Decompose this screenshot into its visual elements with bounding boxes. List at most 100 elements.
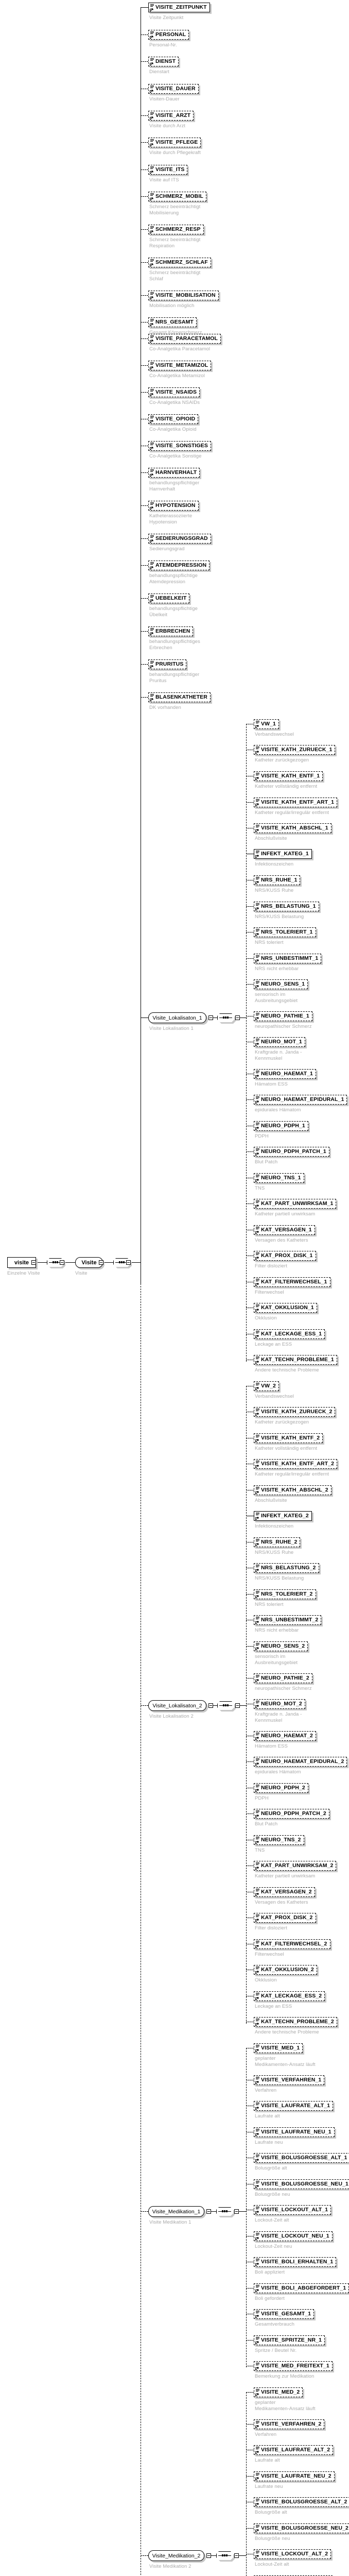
element-node-visite-spritze-nr-1[interactable]: VISITE_SPRITZE_NR_1 — [254, 2335, 325, 2345]
element-node-neuro-haemat-1[interactable]: NEURO_HAEMAT_1 — [254, 1069, 316, 1079]
element-node-neuro-haemat-epidural-1[interactable]: NEURO_HAEMAT_EPIDURAL_1 — [254, 1095, 347, 1105]
element-node-schmerz-mobil[interactable]: SCHMERZ_MOBIL — [148, 192, 206, 201]
element-node-neuro-haemat-epidural-2[interactable]: NEURO_HAEMAT_EPIDURAL_2 — [254, 1757, 347, 1767]
node-visite-type[interactable]: Visite — [75, 1257, 103, 1268]
element-node-visite-boli-erhalten-1[interactable]: VISITE_BOLI_ERHALTEN_1 — [254, 2257, 336, 2267]
element-node-hypotension[interactable]: HYPOTENSION — [148, 501, 199, 511]
element-node-nrs-unbestimmt-2[interactable]: NRS_UNBESTIMMT_2 — [254, 1615, 321, 1625]
element-node-kat-prox-disk-1[interactable]: KAT_PROX_DISK_1 — [254, 1251, 316, 1261]
element-node-personal[interactable]: PERSONAL — [148, 30, 189, 40]
element-node-visite-nsaids[interactable]: VISITE_NSAIDS — [148, 387, 200, 397]
element-node-neuro-mot-1[interactable]: NEURO_MOT_1 — [254, 1037, 305, 1047]
element-node-visite-bolusgroesse-neu-2[interactable]: VISITE_BOLUSGROESSE_NEU_2 — [254, 2523, 349, 2533]
element-node-schmerz-resp[interactable]: SCHMERZ_RESP — [148, 225, 204, 234]
element-node-visite-pflege[interactable]: VISITE_PFLEGE — [148, 138, 201, 147]
element-node-visite-mobilisation[interactable]: VISITE_MOBILISATION — [148, 291, 219, 300]
sequence-compositor-1[interactable] — [47, 1258, 65, 1268]
element-node-nrs-belastung-2[interactable]: NRS_BELASTUNG_2 — [254, 1563, 319, 1573]
element-node-visite-laufrate-alt-2[interactable]: VISITE_LAUFRATE_ALT_2 — [254, 2445, 333, 2455]
element-node-visite-med-1[interactable]: VISITE_MED_1 — [254, 2043, 303, 2053]
root-node-visite[interactable]: visite — [7, 1257, 36, 1268]
element-node-atemdepression[interactable]: ATEMDEPRESSION — [148, 561, 210, 570]
sequence-compositor-lok2[interactable] — [217, 1701, 236, 1711]
group-med2-expand-handle[interactable] — [206, 2553, 211, 2558]
element-node-nrs-belastung-1[interactable]: NRS_BELASTUNG_1 — [254, 902, 319, 911]
element-node-neuro-pdph-patch-2[interactable]: NEURO_PDPH_PATCH_2 — [254, 1809, 329, 1819]
element-node-visite-kath-abschl-1[interactable]: VISITE_KATH_ABSCHL_1 — [254, 823, 331, 833]
visite-type-expand-handle[interactable] — [99, 1260, 103, 1265]
element-node-infekt-kateg-1[interactable]: INFEKT_KATEG_1 — [254, 849, 312, 859]
sequence-2-handle[interactable] — [126, 1260, 131, 1265]
element-node-nrs-toleriert-2[interactable]: NRS_TOLERIERT_2 — [254, 1589, 316, 1599]
sequence-compositor-med2[interactable] — [216, 2551, 235, 2562]
element-node-visite-gesamt-1[interactable]: VISITE_GESAMT_1 — [254, 2309, 314, 2319]
sequence-1-handle[interactable] — [60, 1260, 64, 1265]
element-node-visite-opioid[interactable]: VISITE_OPIOID — [148, 414, 198, 424]
element-node-kat-techn-probleme-2[interactable]: KAT_TECHN_PROBLEME_2 — [254, 2017, 337, 2027]
element-node-visite-metamizol[interactable]: VISITE_METAMIZOL — [148, 361, 211, 370]
sequence-lok1-handle[interactable] — [235, 1015, 240, 1020]
element-node-visite-boli-abgefordert-1[interactable]: VISITE_BOLI_ABGEFORDERT_1 — [254, 2283, 349, 2293]
element-node-visite-bolusgroesse-alt-1[interactable]: VISITE_BOLUSGROESSE_ALT_1 — [254, 2153, 349, 2163]
element-node-kat-part-unwirksam-2[interactable]: KAT_PART_UNWIRKSAM_2 — [254, 1861, 336, 1871]
element-node-nrs-toleriert-1[interactable]: NRS_TOLERIERT_1 — [254, 927, 316, 937]
element-node-neuro-tns-2[interactable]: NEURO_TNS_2 — [254, 1835, 304, 1845]
element-node-dienst[interactable]: DIENST — [148, 57, 179, 66]
element-node-schmerz-schlaf[interactable]: SCHMERZ_SCHLAF — [148, 258, 211, 267]
element-node-kat-versagen-2[interactable]: KAT_VERSAGEN_2 — [254, 1887, 315, 1897]
element-node-kat-part-unwirksam-1[interactable]: KAT_PART_UNWIRKSAM_1 — [254, 1199, 336, 1209]
element-node-kat-techn-probleme-1[interactable]: KAT_TECHN_PROBLEME_1 — [254, 1355, 337, 1365]
element-node-nrs-ruhe-1[interactable]: NRS_RUHE_1 — [254, 875, 300, 885]
element-node-kat-leckage-ess-2[interactable]: KAT_LECKAGE_ESS_2 — [254, 1991, 325, 2001]
group-node-lok1[interactable]: Visite_Lokalisaton_1 — [148, 1012, 206, 1023]
element-node-visite-lockout-alt-2[interactable]: VISITE_LOCKOUT_ALT_2 — [254, 2549, 331, 2559]
element-node-blasenkatheter[interactable]: BLASENKATHETER — [148, 692, 211, 702]
element-node-visite-bolusgroesse-alt-2[interactable]: VISITE_BOLUSGROESSE_ALT_2 — [254, 2497, 349, 2507]
element-node-visite-laufrate-neu-2[interactable]: VISITE_LAUFRATE_NEU_2 — [254, 2471, 335, 2481]
element-node-visite-its[interactable]: VISITE_ITS — [148, 165, 187, 175]
element-node-visite-med-freitext-1[interactable]: VISITE_MED_FREITEXT_1 — [254, 2361, 333, 2371]
element-node-visite-kath-entf-art-2[interactable]: VISITE_KATH_ENTF_ART_2 — [254, 1459, 337, 1469]
group-node-lok2[interactable]: Visite_Lokalisaton_2 — [148, 1700, 206, 1711]
group-lok2-expand-handle[interactable] — [208, 1703, 213, 1708]
element-node-vw-1[interactable]: VW_1 — [254, 719, 279, 729]
element-node-erbrechen[interactable]: ERBRECHEN — [148, 626, 193, 636]
element-node-nrs-gesamt[interactable]: NRS_GESAMT — [148, 317, 197, 327]
element-node-neuro-haemat-2[interactable]: NEURO_HAEMAT_2 — [254, 1731, 316, 1741]
element-node-harnverhalt[interactable]: HARNVERHALT — [148, 468, 200, 478]
element-node-kat-prox-disk-2[interactable]: KAT_PROX_DISK_2 — [254, 1913, 316, 1923]
element-node-kat-filterwechsel-1[interactable]: KAT_FILTERWECHSEL_1 — [254, 1277, 330, 1287]
element-node-visite-paracetamol[interactable]: VISITE_PARACETAMOL — [148, 334, 221, 344]
element-node-visite-kath-zurueck-2[interactable]: VISITE_KATH_ZURUECK_2 — [254, 1407, 335, 1417]
root-expand-handle[interactable] — [31, 1260, 36, 1265]
sequence-compositor-med1[interactable] — [216, 2207, 235, 2217]
element-node-vw-2[interactable]: VW_2 — [254, 1381, 279, 1391]
element-node-neuro-mot-2[interactable]: NEURO_MOT_2 — [254, 1699, 305, 1709]
element-node-visite-lockout-alt-1[interactable]: VISITE_LOCKOUT_ALT_1 — [254, 2205, 331, 2215]
element-node-visite-kath-abschl-2[interactable]: VISITE_KATH_ABSCHL_2 — [254, 1485, 331, 1495]
element-node-visite-laufrate-neu-1[interactable]: VISITE_LAUFRATE_NEU_1 — [254, 2127, 335, 2137]
element-node-infekt-kateg-2[interactable]: INFEKT_KATEG_2 — [254, 1511, 312, 1521]
sequence-lok2-handle[interactable] — [235, 1703, 240, 1708]
element-node-nrs-unbestimmt-1[interactable]: NRS_UNBESTIMMT_1 — [254, 954, 321, 963]
element-node-neuro-pdph-2[interactable]: NEURO_PDPH_2 — [254, 1783, 308, 1793]
element-node-visite-kath-entf-2[interactable]: VISITE_KATH_ENTF_2 — [254, 1433, 323, 1443]
element-node-neuro-pdph-patch-1[interactable]: NEURO_PDPH_PATCH_1 — [254, 1147, 329, 1157]
element-node-visite-kath-entf-art-1[interactable]: VISITE_KATH_ENTF_ART_1 — [254, 798, 337, 807]
element-node-visite-arzt[interactable]: VISITE_ARZT — [148, 111, 194, 121]
element-node-kat-versagen-1[interactable]: KAT_VERSAGEN_1 — [254, 1225, 315, 1235]
sequence-med2-handle[interactable] — [234, 2553, 239, 2558]
element-node-kat-okklusion-1[interactable]: KAT_OKKLUSION_1 — [254, 1303, 317, 1313]
element-node-sedierungsgrad[interactable]: SEDIERUNGSGRAD — [148, 534, 211, 544]
group-node-med1[interactable]: Visite_Medikation_1 — [148, 2206, 204, 2217]
sequence-compositor-lok1[interactable] — [217, 1013, 236, 1024]
group-med1-expand-handle[interactable] — [206, 2209, 211, 2214]
element-node-visite-lockout-neu-1[interactable]: VISITE_LOCKOUT_NEU_1 — [254, 2231, 333, 2241]
element-node-visite-sonstiges[interactable]: VISITE_SONSTIGES — [148, 441, 211, 451]
element-node-visite-zeitpunkt[interactable]: VISITE_ZEITPUNKT — [148, 3, 210, 12]
element-node-visite-verfahren-2[interactable]: VISITE_VERFAHREN_2 — [254, 2419, 324, 2429]
sequence-med1-handle[interactable] — [234, 2209, 239, 2214]
element-node-pruritus[interactable]: PRURITUS — [148, 659, 186, 669]
element-node-visite-verfahren-1[interactable]: VISITE_VERFAHREN_1 — [254, 2075, 324, 2085]
element-node-kat-leckage-ess-1[interactable]: KAT_LECKAGE_ESS_1 — [254, 1329, 325, 1339]
